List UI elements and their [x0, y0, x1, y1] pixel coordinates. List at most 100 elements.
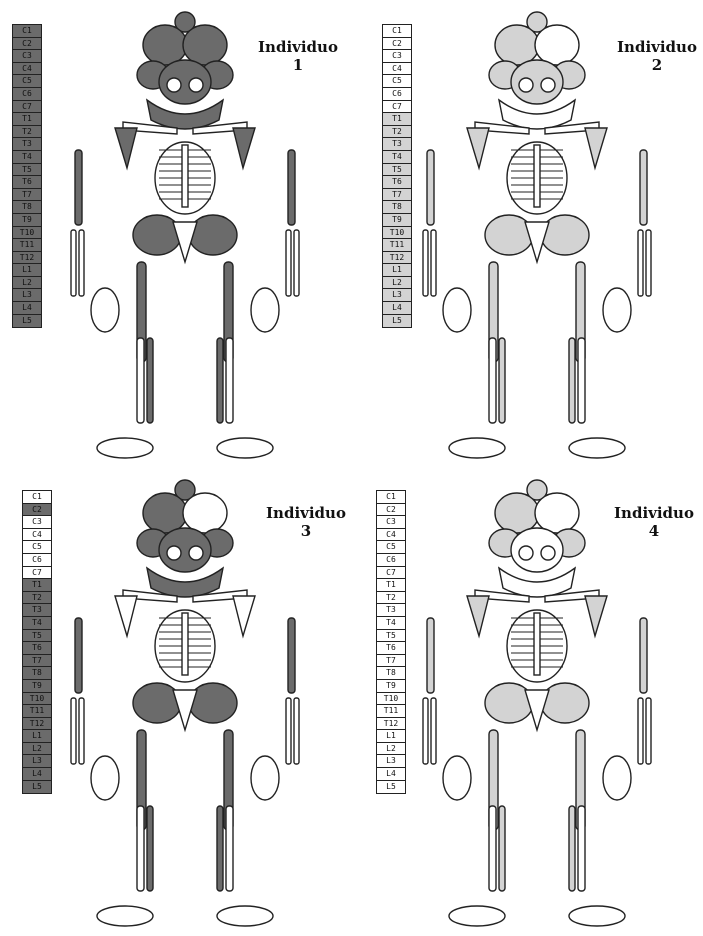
right-ulna-bone [294, 698, 299, 764]
right-ulna-bone [646, 698, 651, 764]
right-orbit [189, 78, 203, 92]
individual-1-title-number: 1 [253, 56, 343, 74]
right-tibia-bone [578, 806, 585, 891]
left-hand-bones [443, 288, 471, 332]
right-foot-bones [569, 906, 625, 926]
left-radius-bone [71, 230, 76, 296]
right-hand-bones [251, 288, 279, 332]
left-parietal-bone [495, 25, 539, 65]
individual-2-title-word: Individuo [617, 38, 697, 56]
right-fibula-bone [569, 338, 575, 423]
left-scapula-bone [467, 596, 489, 636]
left-foot-bones [97, 906, 153, 926]
right-hand-bones [251, 756, 279, 800]
left-orbit [167, 546, 181, 560]
right-tibia-bone [226, 338, 233, 423]
individual-4-title-number: 4 [610, 522, 698, 540]
right-ulna-bone [294, 230, 299, 296]
left-scapula-bone [115, 128, 137, 168]
right-ilium-bone [189, 683, 237, 723]
right-parietal-bone [535, 493, 579, 533]
left-tibia-bone [489, 806, 496, 891]
right-ulna-bone [646, 230, 651, 296]
left-orbit [167, 78, 181, 92]
left-humerus-bone [427, 618, 434, 693]
frontal-bone [511, 60, 563, 104]
sternum-bone [182, 613, 188, 675]
right-radius-bone [286, 230, 291, 296]
frontal-bone [159, 60, 211, 104]
left-foot-bones [449, 906, 505, 926]
left-ulna-bone [79, 698, 84, 764]
left-tibia-bone [137, 806, 144, 891]
left-ilium-bone [485, 683, 533, 723]
right-tibia-bone [578, 338, 585, 423]
right-radius-bone [638, 230, 643, 296]
right-scapula-bone [585, 596, 607, 636]
right-radius-bone [638, 698, 643, 764]
individual-2-title-number: 2 [617, 56, 697, 74]
individual-1-title: Individuo 1 [253, 38, 343, 74]
individual-1-title-word: Individuo [253, 38, 343, 56]
left-fibula-bone [147, 806, 153, 891]
right-foot-bones [217, 906, 273, 926]
left-orbit [519, 546, 533, 560]
right-humerus-bone [288, 150, 295, 225]
right-foot-bones [569, 438, 625, 458]
individual-4-title-word: Individuo [610, 504, 698, 522]
left-scapula-bone [467, 128, 489, 168]
right-orbit [541, 78, 555, 92]
left-orbit [519, 78, 533, 92]
right-orbit [541, 546, 555, 560]
right-humerus-bone [640, 150, 647, 225]
right-foot-bones [217, 438, 273, 458]
right-fibula-bone [217, 806, 223, 891]
left-hand-bones [443, 756, 471, 800]
frontal-bone [159, 528, 211, 572]
left-tibia-bone [489, 338, 496, 423]
left-tibia-bone [137, 338, 144, 423]
individual-3-title-word: Individuo [262, 504, 350, 522]
left-parietal-bone [143, 493, 187, 533]
right-humerus-bone [288, 618, 295, 693]
sternum-bone [182, 145, 188, 207]
frontal-bone [511, 528, 563, 572]
right-hand-bones [603, 288, 631, 332]
left-ilium-bone [133, 215, 181, 255]
left-radius-bone [423, 698, 428, 764]
left-foot-bones [449, 438, 505, 458]
right-parietal-bone [535, 25, 579, 65]
left-humerus-bone [75, 618, 82, 693]
left-scapula-bone [115, 596, 137, 636]
individual-4-title: Individuo 4 [610, 504, 698, 540]
left-parietal-bone [143, 25, 187, 65]
individual-3-title: Individuo 3 [262, 504, 350, 540]
left-ilium-bone [133, 683, 181, 723]
sternum-bone [534, 145, 540, 207]
right-scapula-bone [233, 128, 255, 168]
right-fibula-bone [569, 806, 575, 891]
individual-3-title-number: 3 [262, 522, 350, 540]
left-foot-bones [97, 438, 153, 458]
sternum-bone [534, 613, 540, 675]
individual-4-panel: C1C2C3C4C5C6C7T1T2T3T4T5T6T7T8T9T10T11T1… [352, 468, 703, 936]
right-humerus-bone [640, 618, 647, 693]
right-ilium-bone [541, 683, 589, 723]
left-ilium-bone [485, 215, 533, 255]
left-ulna-bone [79, 230, 84, 296]
left-ulna-bone [431, 698, 436, 764]
left-radius-bone [71, 698, 76, 764]
right-scapula-bone [233, 596, 255, 636]
left-hand-bones [91, 756, 119, 800]
left-ulna-bone [431, 230, 436, 296]
right-tibia-bone [226, 806, 233, 891]
right-parietal-bone [183, 493, 227, 533]
left-humerus-bone [427, 150, 434, 225]
right-hand-bones [603, 756, 631, 800]
left-fibula-bone [147, 338, 153, 423]
right-radius-bone [286, 698, 291, 764]
left-fibula-bone [499, 338, 505, 423]
